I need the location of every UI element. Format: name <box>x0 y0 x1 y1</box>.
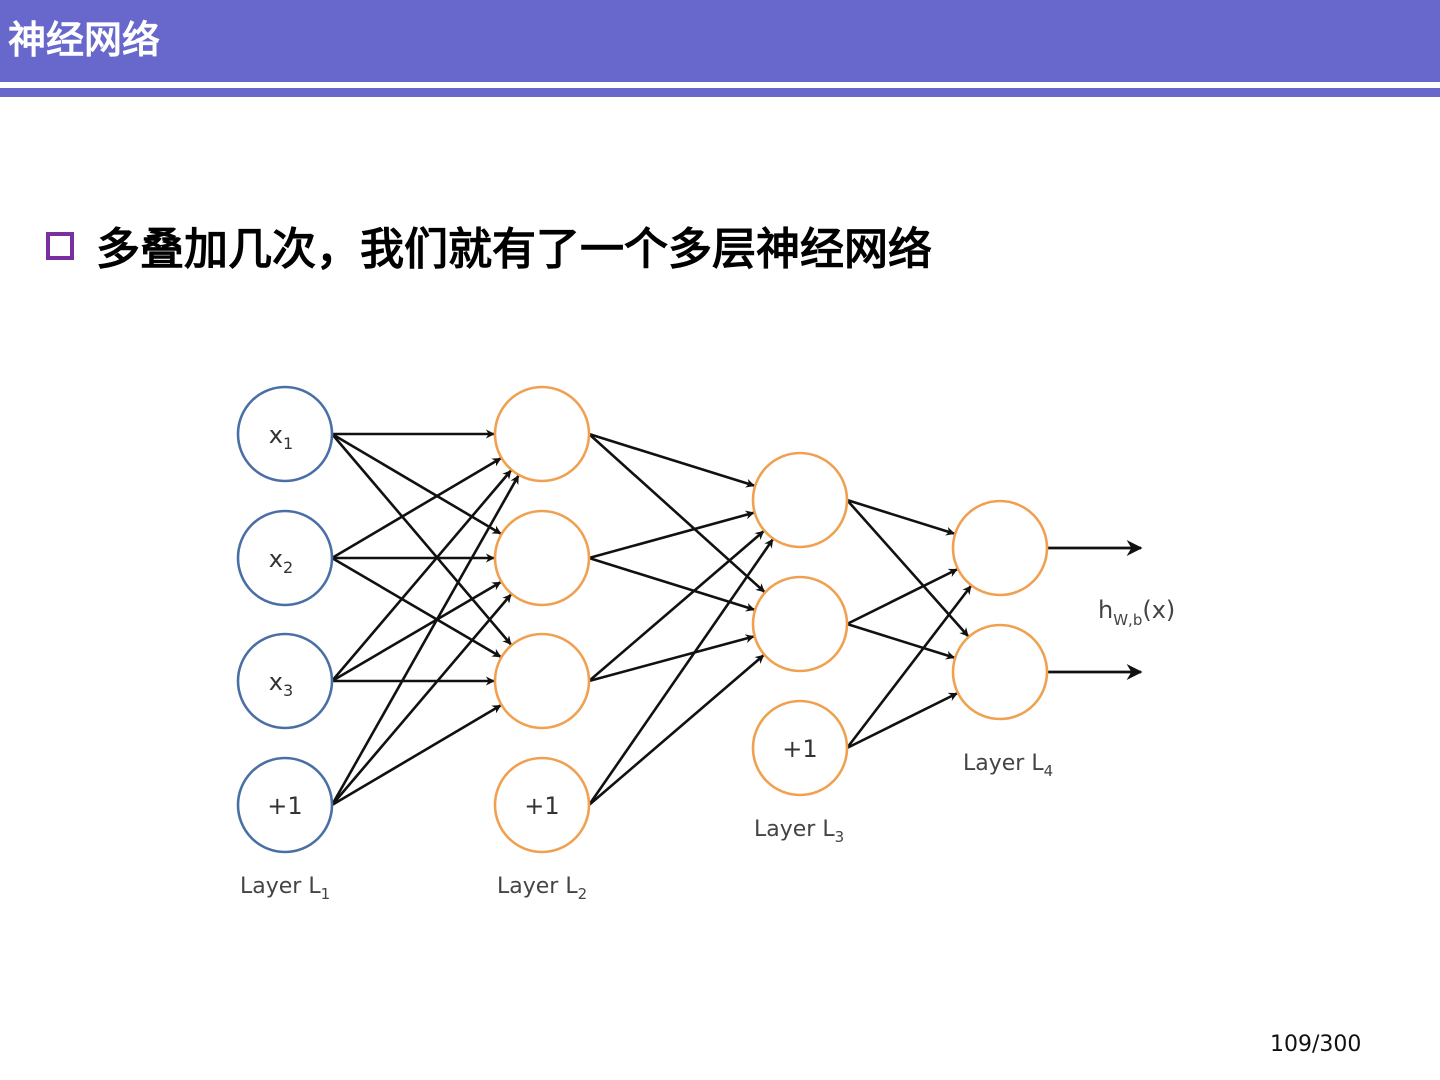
edges-group <box>330 429 1143 807</box>
edge-l1-4-to-l2-2 <box>331 593 512 806</box>
edge-l3-3-to-l4-2 <box>846 692 958 750</box>
labels-group: Layer L1 Layer L2 Layer L3 Layer L4 hW,b(x) <box>240 596 1175 903</box>
edge-l1-3-to-l2-2 <box>331 581 502 683</box>
slide-title: 神经网络 <box>8 18 161 62</box>
edge-l2-1-to-l3-2 <box>588 433 766 593</box>
edge-l2-1-to-l3-1 <box>588 432 756 488</box>
node-l3-1 <box>751 451 849 549</box>
node-label-l3-3: +1 <box>782 735 817 763</box>
edge-l3-3-to-l4-1 <box>845 585 972 749</box>
edge-l1-2-to-l2-3 <box>331 556 502 658</box>
layer-label-3: Layer L3 <box>754 817 844 846</box>
node-l1-1 <box>236 385 334 483</box>
edge-l3-2-to-l4-1 <box>846 568 958 626</box>
bullet-square-icon <box>46 232 74 260</box>
page-number: 109/300 <box>1270 1032 1362 1057</box>
node-l1-3 <box>236 632 334 730</box>
node-l3-2 <box>751 575 849 673</box>
edge-l2-3-to-l3-2 <box>588 634 755 683</box>
layer-label-1: Layer L1 <box>240 874 330 903</box>
node-l4-1 <box>951 499 1049 597</box>
edge-l3-2-to-l4-2 <box>846 622 956 660</box>
edge-l1-3-to-l2-1 <box>331 469 512 682</box>
edge-l2-4-to-l3-2 <box>588 654 765 806</box>
node-l1-2 <box>236 509 334 607</box>
edge-l1-4-to-l2-1 <box>330 474 520 806</box>
edge-l1-4-to-l2-3 <box>331 704 502 807</box>
edge-l1-1-to-l2-3 <box>331 433 512 646</box>
layer-label-2: Layer L2 <box>497 874 587 903</box>
node-l1-4 <box>236 756 334 854</box>
node-l2-3 <box>493 632 591 730</box>
node-l2-2 <box>493 509 591 607</box>
layer-label-4: Layer L4 <box>963 751 1053 780</box>
node-label-l1-4: +1 <box>267 792 302 820</box>
bullet-text: 多叠加几次，我们就有了一个多层神经网络 <box>96 224 932 275</box>
header-rule <box>0 88 1440 97</box>
node-l2-4 <box>493 756 591 854</box>
edge-l2-3-to-l3-1 <box>588 530 765 682</box>
edge-l3-1-to-l4-2 <box>846 499 970 637</box>
node-l2-1 <box>493 385 591 483</box>
edge-l2-4-to-l3-1 <box>587 538 774 806</box>
output-label: hW,b(x) <box>1098 596 1175 629</box>
node-l4-2 <box>951 623 1049 721</box>
edge-l3-1-to-l4-1 <box>846 498 956 536</box>
edge-l1-2-to-l2-1 <box>331 457 502 560</box>
node-l3-3 <box>751 699 849 797</box>
edge-l2-2-to-l3-1 <box>588 510 755 560</box>
edge-l2-2-to-l3-2 <box>588 556 756 612</box>
header-bar <box>0 0 1440 82</box>
node-label-l2-4: +1 <box>524 792 559 820</box>
edge-l1-1-to-l2-2 <box>331 432 502 535</box>
